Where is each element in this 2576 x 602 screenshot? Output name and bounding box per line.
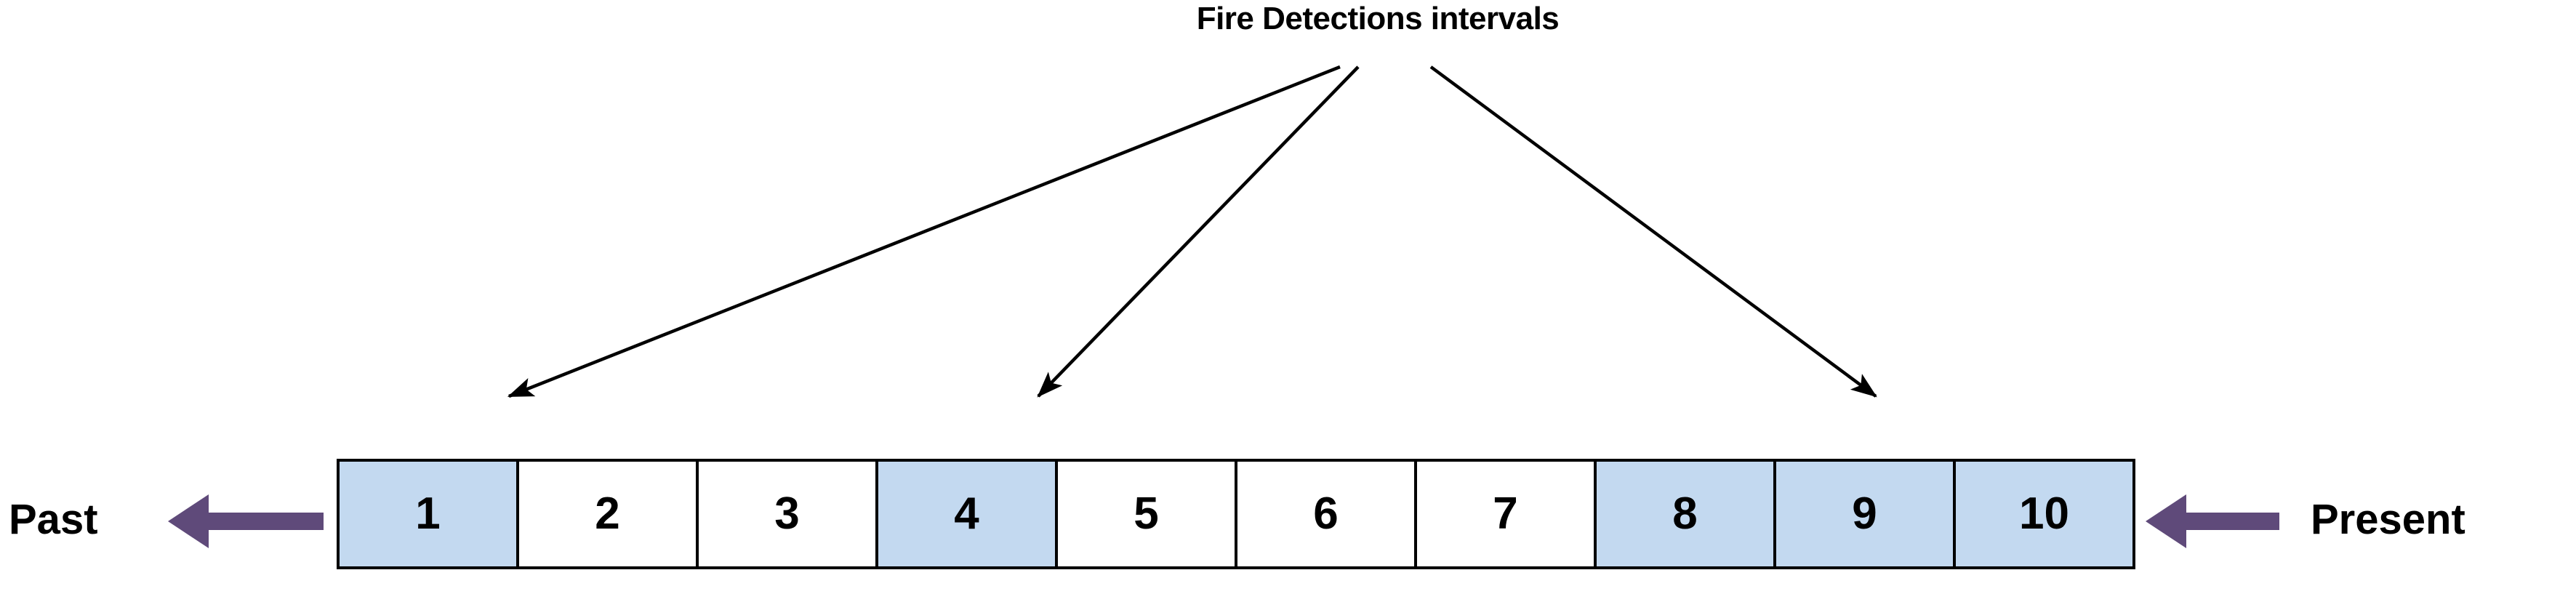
page-title: Fire Detections intervals: [1196, 1, 1560, 36]
interval-cell-10[interactable]: 10: [1956, 462, 2132, 566]
present-label: Present: [2311, 496, 2465, 543]
interval-cell-2[interactable]: 2: [519, 462, 699, 566]
interval-timeline: 1 2 3 4 5 6 7 8 9 10: [337, 459, 2135, 569]
interval-cell-label: 9: [1852, 489, 1877, 539]
pointer-arrow-to-interval-4: [1037, 65, 1360, 398]
interval-cell-7[interactable]: 7: [1417, 462, 1597, 566]
interval-cell-4[interactable]: 4: [878, 462, 1058, 566]
interval-cell-6[interactable]: 6: [1237, 462, 1417, 566]
past-label: Past: [9, 496, 98, 543]
interval-cell-9[interactable]: 9: [1776, 462, 1956, 566]
interval-cell-label: 7: [1493, 489, 1518, 539]
interval-cell-label: 8: [1672, 489, 1698, 539]
interval-cell-5[interactable]: 5: [1058, 462, 1237, 566]
interval-cell-3[interactable]: 3: [699, 462, 878, 566]
past-direction-arrow-icon: [168, 494, 324, 548]
interval-cell-label: 1: [415, 489, 441, 539]
interval-cell-label: 6: [1313, 489, 1339, 539]
pointer-arrow-to-interval-1: [507, 65, 1341, 398]
interval-cell-label: 2: [595, 489, 620, 539]
interval-cell-8[interactable]: 8: [1597, 462, 1776, 566]
interval-cell-label: 10: [2019, 489, 2069, 539]
interval-cell-label: 3: [774, 489, 800, 539]
interval-cell-label: 5: [1133, 489, 1159, 539]
interval-cell-1[interactable]: 1: [340, 462, 519, 566]
interval-cell-label: 4: [954, 489, 979, 539]
pointer-arrow-to-interval-8: [1429, 65, 1877, 398]
present-direction-arrow-icon: [2146, 494, 2279, 548]
